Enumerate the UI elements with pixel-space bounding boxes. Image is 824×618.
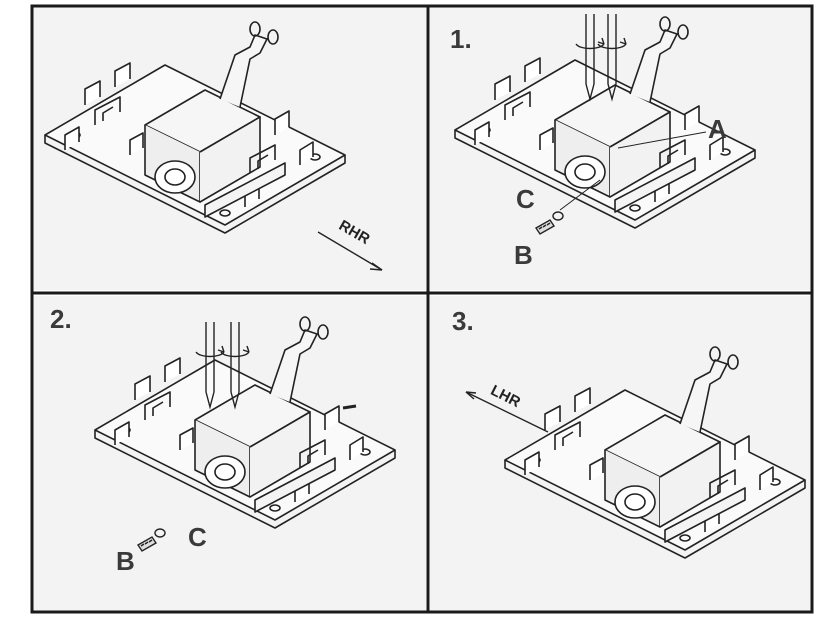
panel-number-2: 2. (50, 304, 72, 334)
screw-1 (535, 211, 564, 235)
callout-c-panel-1: C (516, 184, 535, 214)
screw-2 (137, 528, 166, 552)
stray-mark (342, 404, 357, 410)
callout-a-panel-1: A (708, 114, 727, 144)
rhr-arrow (317, 231, 383, 271)
bracket-drawing-0 (44, 21, 346, 234)
lhr-arrow (465, 391, 549, 433)
panel-number-1: 1. (450, 24, 472, 54)
bracket-drawing-2 (94, 316, 396, 529)
bracket-drawing-3 (504, 346, 806, 559)
callout-b-panel-2: B (116, 546, 135, 576)
panel-number-3: 3. (452, 306, 474, 336)
callout-c-panel-2: C (188, 522, 207, 552)
callout-b-panel-1: B (514, 240, 533, 270)
leader-lines-1 (559, 131, 707, 211)
